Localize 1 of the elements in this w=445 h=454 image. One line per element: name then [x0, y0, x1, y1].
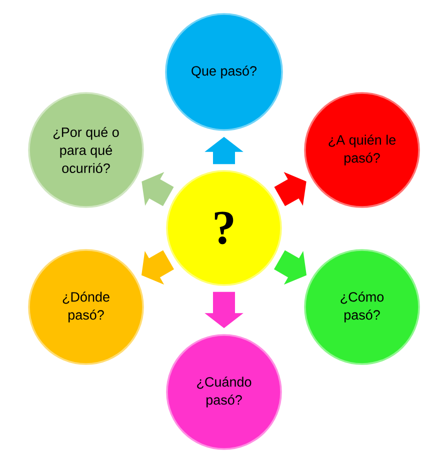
block-arrow — [274, 172, 306, 206]
